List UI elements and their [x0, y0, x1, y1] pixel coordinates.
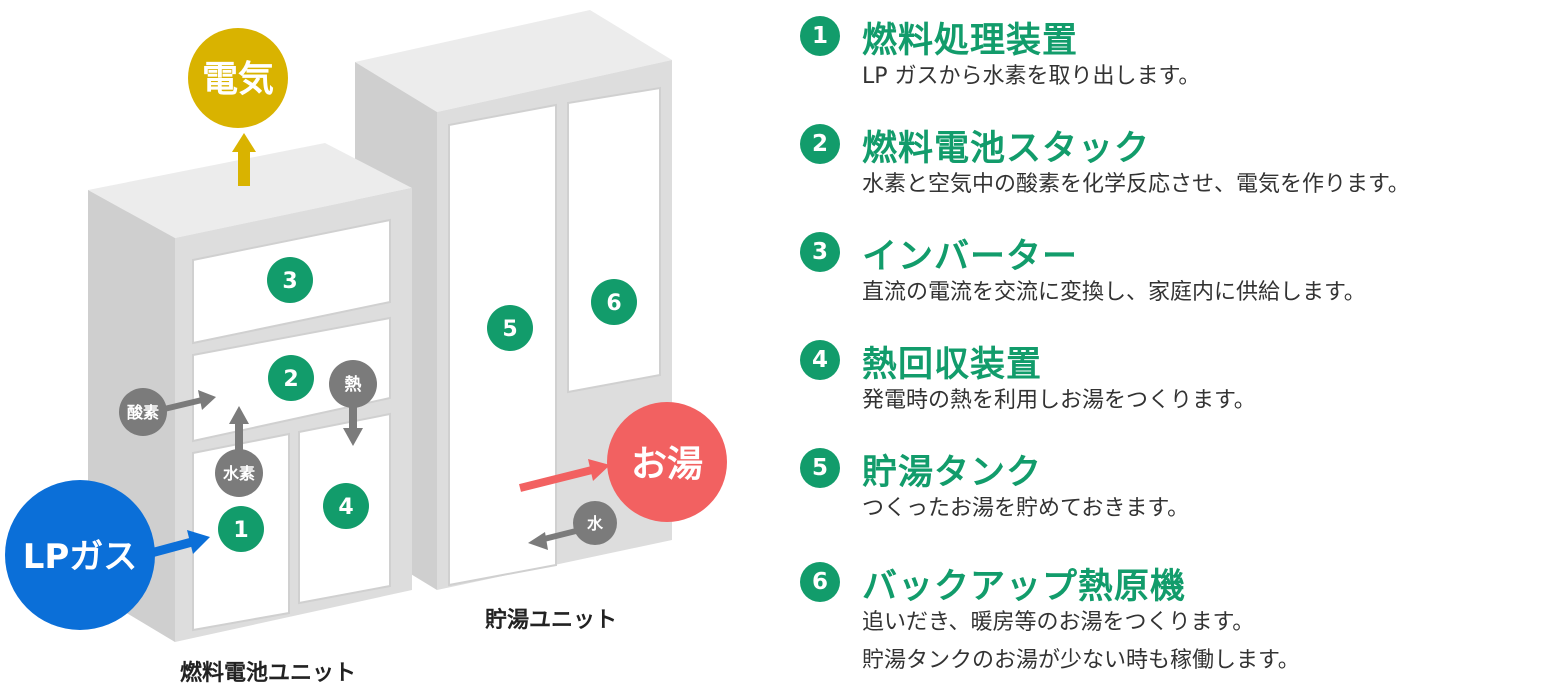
electricity-label: 電気	[202, 59, 274, 100]
part-badge-5: 5	[487, 305, 533, 351]
legend-badge-4: 4	[800, 340, 840, 380]
lp-gas-input: LPガス	[5, 480, 155, 630]
part-number-4: 4	[338, 495, 353, 520]
oxygen-arrow	[159, 390, 216, 413]
legend-title-5: 貯湯タンク	[862, 453, 1043, 493]
part-badge-6: 6	[591, 279, 637, 325]
legend-title-2: 燃料電池スタック	[862, 129, 1151, 169]
legend-title-3: インバーター	[862, 237, 1079, 277]
part-badge-1: 1	[218, 506, 264, 552]
part-number-6: 6	[606, 291, 621, 316]
legend-title-1: 燃料処理装置	[862, 21, 1079, 61]
hydrogen-arrow	[229, 406, 249, 456]
legend-badge-1: 1	[800, 16, 840, 56]
legend-desc-6a: 追いだき、暖房等のお湯をつくります。	[862, 610, 1255, 635]
oxygen-badge: 酸素	[119, 388, 167, 436]
legend-title-4: 熱回収装置	[862, 345, 1043, 385]
hot-water-label: お湯	[631, 444, 703, 485]
heat-label: 熱	[345, 374, 362, 395]
water-arrow	[528, 527, 581, 550]
fuel-cell-unit-caption: 燃料電池ユニット	[180, 660, 356, 686]
legend-badge-5: 5	[800, 448, 840, 488]
part-badge-2: 2	[268, 355, 314, 401]
part-number-2: 2	[283, 367, 298, 392]
legend-desc-4: 発電時の熱を利用しお湯をつくります。	[862, 388, 1256, 413]
legend-desc-1: LP ガスから水素を取り出します。	[862, 64, 1201, 89]
hot-water-output: お湯	[607, 402, 727, 522]
legend-desc-6b: 貯湯タンクのお湯が少ない時も稼働します。	[862, 648, 1300, 673]
water-badge: 水	[573, 501, 617, 545]
part-number-3: 3	[282, 269, 297, 294]
hot-water-arrow	[519, 459, 610, 492]
part-badge-4: 4	[323, 483, 369, 529]
legend-badge-2: 2	[800, 124, 840, 164]
water-label: 水	[587, 514, 604, 533]
legend-title-6: バックアップ熱原機	[862, 567, 1187, 607]
legend-badge-3: 3	[800, 232, 840, 272]
electricity-arrow	[232, 133, 256, 186]
part-number-1: 1	[233, 518, 248, 543]
lp-gas-label: LPガス	[23, 537, 138, 577]
heat-badge: 熱	[329, 360, 377, 408]
system-diagram: 電気 お湯 LPガス 酸素 水素 熱 水 3 2 1 4	[5, 10, 727, 686]
heat-arrow	[343, 398, 363, 446]
hydrogen-label: 水素	[223, 464, 255, 483]
hot-water-unit-caption: 貯湯ユニット	[485, 607, 617, 633]
legend-desc-3: 直流の電流を交流に変換し、家庭内に供給します。	[862, 280, 1366, 305]
hydrogen-badge: 水素	[215, 449, 263, 497]
parts-legend: 1 燃料処理装置 LP ガスから水素を取り出します。 2 燃料電池スタック 水素…	[800, 0, 1560, 700]
electricity-output: 電気	[188, 28, 288, 128]
part-number-5: 5	[502, 317, 517, 342]
legend-badge-6: 6	[800, 562, 840, 602]
legend-desc-5: つくったお湯を貯めておきます。	[862, 496, 1190, 521]
legend-desc-2: 水素と空気中の酸素を化学反応させ、電気を作ります。	[862, 172, 1410, 197]
oxygen-label: 酸素	[127, 403, 159, 422]
part-badge-3: 3	[267, 257, 313, 303]
